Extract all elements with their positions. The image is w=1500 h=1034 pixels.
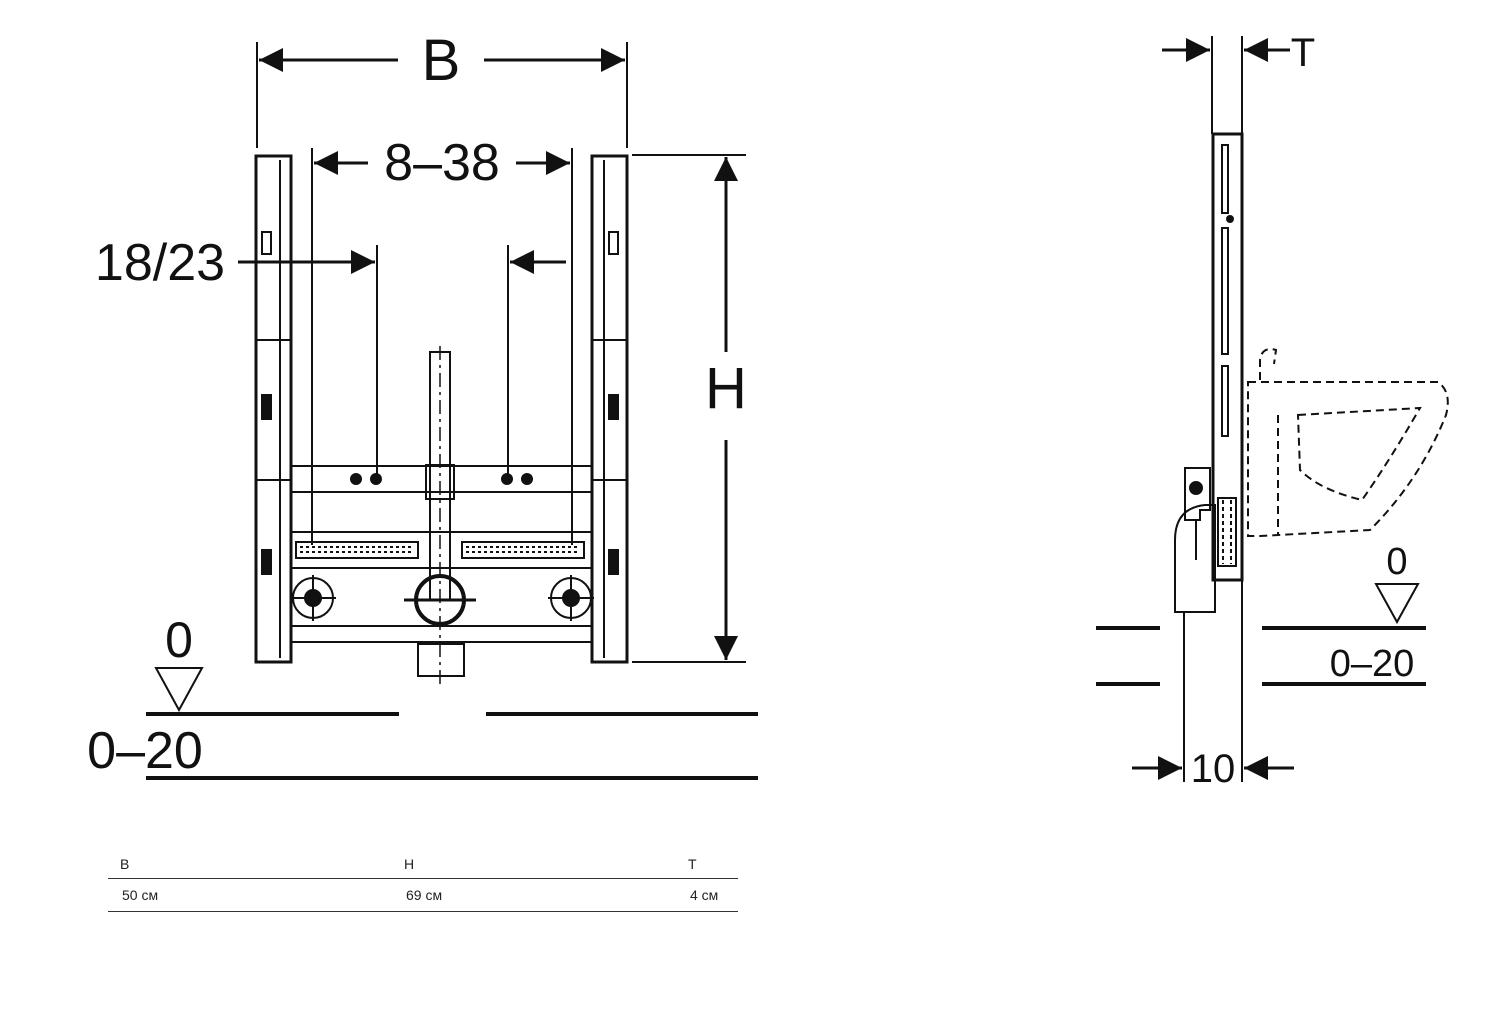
spec-header-b: B bbox=[108, 852, 392, 879]
width-dimension bbox=[256, 42, 628, 148]
height-dimension bbox=[632, 154, 746, 663]
offset-dimension bbox=[238, 245, 566, 480]
table-row: 50 см 69 см 4 см bbox=[108, 878, 738, 912]
spec-header-h: H bbox=[392, 852, 676, 879]
side-floor-zero-label: 0 bbox=[1386, 541, 1407, 583]
depth-dimension bbox=[1162, 36, 1290, 134]
side-frame bbox=[1211, 132, 1244, 582]
left-frame-post bbox=[254, 154, 293, 664]
front-view bbox=[146, 42, 758, 780]
side-floor-range-label: 0–20 bbox=[1330, 643, 1415, 685]
front-floor-level bbox=[146, 667, 758, 780]
bidet-outline bbox=[1247, 348, 1449, 537]
spec-value-t: 4 см bbox=[676, 878, 738, 912]
center-supply-pipe bbox=[417, 346, 465, 684]
spec-table-header-row: B H T bbox=[108, 852, 738, 879]
spacing-label: 8–38 bbox=[384, 134, 500, 192]
side-drain-bracket bbox=[1174, 467, 1216, 613]
offset-label: 18/23 bbox=[95, 234, 225, 292]
width-label: B bbox=[422, 28, 461, 93]
valve-center bbox=[404, 574, 476, 626]
valve-right bbox=[548, 575, 594, 621]
height-label: H bbox=[705, 356, 747, 421]
depth-label: T bbox=[1291, 31, 1315, 75]
base-depth-dimension bbox=[1132, 580, 1294, 782]
front-floor-zero-label: 0 bbox=[165, 612, 193, 668]
frame-crossbars bbox=[290, 465, 593, 643]
spec-value-h: 69 см bbox=[392, 878, 676, 912]
side-view bbox=[1096, 36, 1449, 782]
base-depth-label: 10 bbox=[1191, 747, 1236, 791]
side-floor-level bbox=[1096, 583, 1426, 686]
front-floor-range-label: 0–20 bbox=[87, 722, 203, 780]
spacing-dimension bbox=[311, 148, 573, 545]
spec-value-b: 50 см bbox=[108, 878, 392, 912]
dimension-spec-table: B H T 50 см 69 см 4 см bbox=[108, 852, 738, 912]
valve-left bbox=[290, 575, 336, 621]
spec-header-t: T bbox=[676, 852, 738, 879]
right-frame-post bbox=[590, 154, 629, 664]
